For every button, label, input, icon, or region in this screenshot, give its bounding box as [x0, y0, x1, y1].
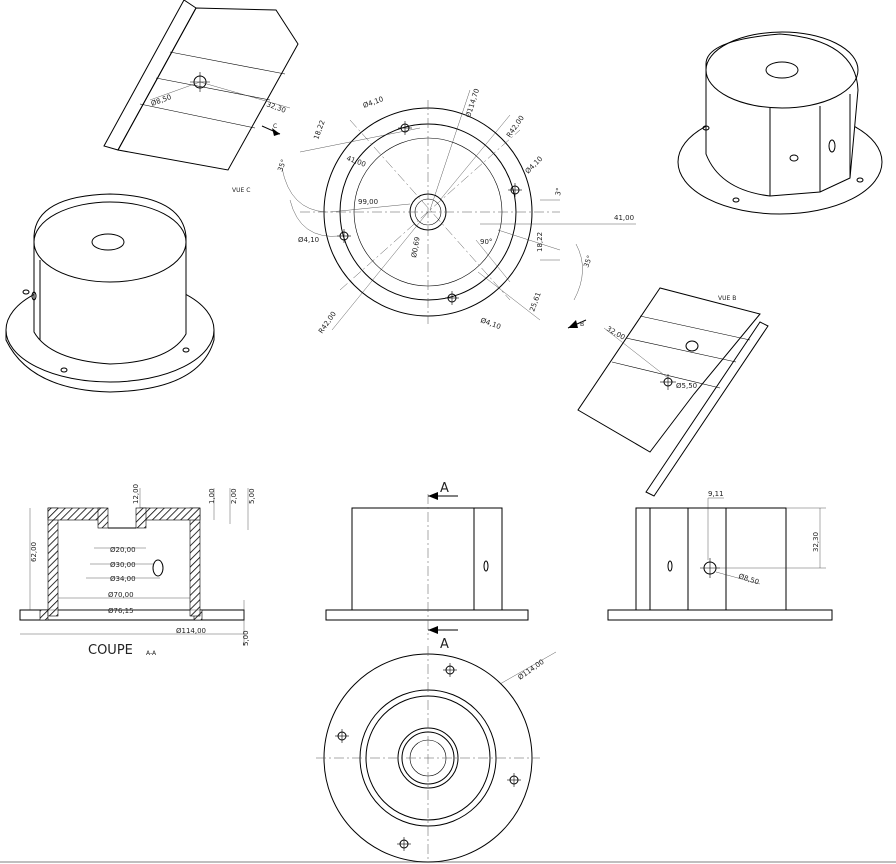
dim-d9900: 99,00 — [358, 198, 378, 206]
vue-c-d3230: 32,30 — [265, 100, 287, 114]
arrow-c-label: C — [273, 123, 277, 130]
side-view: 9,11 32,30 Ø8,50 — [607, 490, 833, 621]
dim-d410-tl: Ø4,10 — [362, 95, 385, 110]
bottom-d11400: Ø114,00 — [517, 658, 546, 682]
vue-b-label: VUE B — [718, 295, 736, 302]
dim-d410-b: Ø4,10 — [479, 316, 502, 331]
dim-ang3-r: 3° — [554, 187, 563, 196]
vue-c-view: Ø8,50 32,30 C VUE C — [103, 0, 299, 194]
hole-top-left — [398, 121, 412, 135]
dim-ang35-l: 35° — [276, 158, 288, 172]
section-a-bottom: A — [440, 637, 449, 652]
dim-d410-r: Ø4,10 — [524, 155, 545, 176]
coupe-d500-top: 5,00 — [248, 488, 256, 504]
coupe-title: COUPE — [88, 643, 133, 658]
vue-c-d850: Ø8,50 — [150, 93, 173, 108]
coupe-ref: A-A — [146, 650, 157, 657]
bottom-hole-2 — [335, 729, 349, 743]
dim-r4200-top: R42,00 — [505, 114, 526, 139]
coupe-d3000: Ø30,00 — [110, 561, 136, 569]
vue-b-d550: Ø5,50 — [676, 382, 697, 390]
coupe-d500-bot: 5,00 — [242, 630, 250, 646]
dim-d4100-r: 41,00 — [614, 214, 634, 222]
coupe-d1200: 12,00 — [132, 484, 140, 504]
arrow-b-label: B — [580, 321, 584, 328]
bottom-hole-3 — [507, 773, 521, 787]
iso-view-top-right — [677, 31, 883, 215]
dim-ang90: 90° — [480, 238, 492, 246]
dim-r4200-bot: R42,00 — [317, 310, 338, 335]
vue-c-label: VUE C — [232, 187, 250, 194]
dim-d1822-top: 18,22 — [312, 119, 326, 141]
side-d911: 9,11 — [708, 490, 724, 498]
dim-d2561: 25,61 — [528, 291, 542, 313]
section-a-top: A — [440, 481, 449, 496]
dim-d6900: Ø0,69 — [410, 236, 422, 258]
dim-d410-l: Ø4,10 — [298, 236, 319, 244]
coupe-d100: 1,00 — [208, 488, 216, 504]
iso-view-left — [5, 193, 215, 393]
coupe-d2000: Ø20,00 — [110, 546, 136, 554]
dim-d11470: Ø114,70 — [464, 88, 481, 119]
bottom-plan-view: Ø114,00 — [316, 646, 557, 863]
dim-d4100-in: 41,00 — [345, 154, 367, 168]
bottom-hole-4 — [397, 837, 411, 851]
coupe-d7000: Ø70,00 — [108, 591, 134, 599]
hole-bottom — [445, 291, 459, 305]
bottom-hole-1 — [443, 663, 457, 677]
coupe-d6200: 62,00 — [30, 542, 38, 562]
section-a-a: 12,00 1,00 2,00 5,00 62,00 Ø20,00 Ø30,00… — [19, 484, 256, 658]
coupe-d7615: Ø76,15 — [108, 607, 134, 615]
vue-b-view: 32,00 Ø5,50 VUE B — [577, 287, 769, 497]
dim-d1822-r: 18,22 — [536, 232, 544, 252]
dim-ang35-r: 35° — [582, 254, 594, 268]
front-view: A A — [325, 481, 529, 652]
vue-b-d3200: 32,00 — [605, 325, 626, 342]
side-d3230: 32,30 — [812, 532, 820, 552]
coupe-d200: 2,00 — [230, 488, 238, 504]
coupe-d11400: Ø114,00 — [176, 627, 206, 635]
center-plan-view: Ø4,10 Ø114,70 R42,00 Ø4,10 18,22 41,00 3… — [276, 88, 636, 335]
coupe-d3400: Ø34,00 — [110, 575, 136, 583]
hole-right — [508, 183, 522, 197]
